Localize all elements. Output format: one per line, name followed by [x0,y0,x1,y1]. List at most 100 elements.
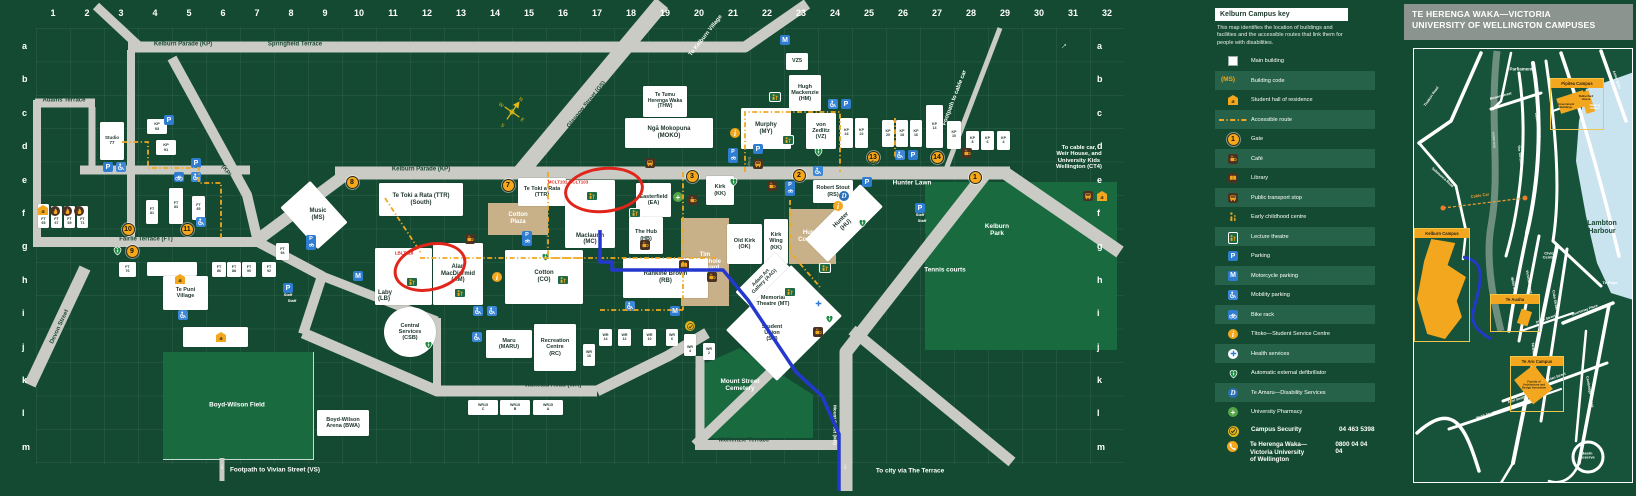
legend-item-accessible-route: Accessible route [1215,109,1375,130]
campus-box-title-te-auaha: Te Auaha [1491,295,1539,304]
grid-row-right-g: g [1097,241,1103,252]
legend-item-caf: Café [1215,148,1375,169]
legend-item-te-amaru-disability-services: D Te Amaru—Disability Services [1215,382,1375,403]
amaru-glyph: D [1228,387,1238,398]
grid-row-left-b: b [22,74,28,85]
building-kp-20: KP 20 [882,120,894,147]
p-icon: P [1215,251,1251,262]
grid-row-left-j: j [22,341,25,352]
building-kp-4: KP 4 [997,131,1010,150]
road [848,325,1016,467]
campus-box-title-pipitea-campus: Pipitea Campus [1551,79,1603,88]
cable-car-line [1440,195,1528,211]
grid-col-29: 29 [999,8,1010,18]
bike-icon [1215,309,1251,320]
m-icon: M [670,306,680,316]
lib-glyph [1228,173,1238,184]
gate-3: 3 [685,169,699,183]
building-kp-10: KP 10 [947,121,961,149]
cafe-icon [707,272,717,282]
gate1-icon: 1 [1215,132,1251,146]
building-ft-83: FT 83 [169,188,183,224]
accessible-route [789,200,821,288]
sec-glyph [1227,425,1239,437]
hall-icon: a [1215,95,1251,106]
building-wr15-b: WR15 B [500,400,530,415]
building-wr-12: WR 12 [618,329,631,346]
legend-item-label: Te Amaru—Disability Services [1251,389,1326,396]
grid-col-18: 18 [625,8,636,18]
grid-col-30: 30 [1033,8,1044,18]
label-te-papa: Te Papa [1602,279,1618,285]
hall-icon: a [1097,191,1107,201]
label-courtenay-place: Courtenay Place [1571,303,1599,317]
code-glyph: (MS) [1221,75,1236,83]
building-ft-67: FT 67 [51,206,62,228]
grid-col-14: 14 [489,8,500,18]
svg-text:W: W [497,102,505,110]
area-x [163,352,314,460]
legend-item-label: Building code [1251,77,1285,84]
lect-icon [769,92,781,102]
bike-glyph [1228,309,1238,320]
building-central-services-csb: Central Services (CSB) [384,307,436,357]
bus-icon [1215,192,1251,203]
cafe-glyph [1228,153,1238,164]
building-ft-71: FT 71 [77,206,88,228]
label-civic-centre: Civic Centre [1542,250,1556,260]
campus-box-te-auaha: Te Auaha [1490,294,1540,332]
road-salamanca [839,169,991,491]
mob-icon [196,217,206,227]
grid-row-left-m: m [22,441,31,452]
amaru-icon: D [1215,387,1251,398]
legend-item-building-code: (MS) Building code [1215,70,1375,91]
p-glyph: P [1228,251,1238,262]
road-waiteata [300,327,597,397]
lect-icon [1215,231,1251,244]
blue-route [598,230,841,491]
mob-icon [178,310,188,320]
city-overview-map [1413,48,1633,483]
p-icon: P [103,162,113,172]
building-ft-85: FT 85 [192,196,205,220]
legend-item-label: Bike rack [1251,311,1275,318]
defib-icon [728,176,739,187]
label-faculty-of-architecture-and-design-innov: Faculty of Architecture and Design Innov… [1521,379,1547,390]
defib-icon [423,339,434,350]
grid-col-16: 16 [557,8,568,18]
label-motorway: motorway [1491,131,1497,149]
bus-icon [753,159,763,169]
grid-row-left-i: i [22,308,25,319]
legend-item-bike-rack: Bike rack [1215,304,1375,325]
p-icon: P [191,158,201,168]
building-ft-81: FT 81 [146,200,158,224]
p-icon: P [862,177,872,187]
grid-row-left-e: e [22,174,28,185]
sec-icon [1215,425,1251,437]
bus-icon [645,158,655,168]
label-aotea-quay: Aotea Quay [1611,69,1623,90]
grid-col-28: 28 [965,8,976,18]
health-glyph [1228,348,1238,359]
road [128,0,811,53]
basin-reserve [1571,440,1605,474]
health-icon [1215,348,1251,359]
grid-col-12: 12 [421,8,432,18]
mob-icon [116,162,126,172]
grid-row-right-i: i [1097,308,1100,319]
grid-col-11: 11 [388,8,398,18]
p-icon: P [164,115,174,125]
grid-col-8: 8 [288,8,294,18]
building-ft-86: FT 86 [212,262,226,277]
building-ft-94: FT 94 [276,243,289,260]
label-government-buildings: Government Buildings [1557,101,1575,109]
amaru-icon: D [839,191,849,201]
grid-col-15: 15 [523,8,534,18]
compass-icon: N E S W [497,96,526,130]
